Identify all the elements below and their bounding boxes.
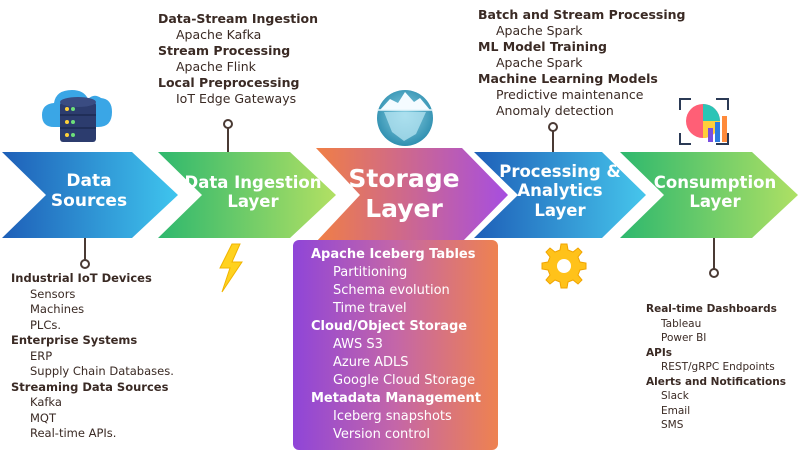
consumption-group-item: Slack — [661, 390, 689, 402]
lightning-bolt-icon — [219, 243, 243, 293]
processing-label: Processing & Analytics Layer — [496, 162, 624, 220]
data-sources-label: Data Sources — [50, 171, 128, 211]
sources-group-item: Real-time APIs. — [30, 426, 117, 440]
processing-group-item: Apache Spark — [496, 23, 583, 38]
sources-connector — [80, 238, 90, 269]
storage-group-item: Time travel — [333, 301, 407, 316]
storage-group-heading: Apache Iceberg Tables — [311, 247, 476, 262]
processing-group-item: Predictive maintenance — [496, 87, 644, 102]
sources-details: Industrial IoT Devices Sensors Machines … — [11, 271, 174, 442]
sources-group-item: MQT — [30, 410, 56, 425]
database-cloud-icon — [42, 90, 112, 142]
ingestion-group-item: IoT Edge Gateways — [176, 91, 297, 106]
storage-group-heading: Cloud/Object Storage — [311, 319, 468, 334]
storage-group-item: Iceberg snapshots — [333, 409, 452, 424]
sources-group-heading: Streaming Data Sources — [11, 379, 169, 394]
data-ingestion-label: Data Ingestion Layer — [181, 173, 325, 212]
storage-label: Storage Layer — [340, 164, 468, 223]
ingestion-details: Data-Stream Ingestion Apache Kafka Strea… — [158, 11, 318, 107]
sources-group-item: Supply Chain Databases. — [30, 364, 174, 378]
sources-group-heading: Industrial IoT Devices — [11, 271, 152, 285]
gear-icon — [541, 243, 587, 289]
processing-connector — [548, 122, 558, 152]
storage-group-item: Version control — [333, 427, 430, 442]
processing-label-line1: Processing & — [499, 162, 621, 181]
consumption-group-heading: Alerts and Notifications — [646, 375, 786, 388]
storage-arrow — [316, 148, 508, 242]
storage-group-item: Google Cloud Storage — [333, 373, 476, 388]
storage-group-item: Schema evolution — [333, 283, 450, 298]
storage-details-panel: Apache Iceberg Tables Partitioning Schem… — [293, 240, 498, 450]
data-ingestion-arrow — [158, 152, 336, 238]
storage-group-item: AWS S3 — [333, 337, 383, 352]
data-sources-label-line2: Sources — [50, 191, 128, 212]
processing-group-heading: ML Model Training — [478, 39, 607, 54]
processing-label-line2: Analytics — [517, 181, 603, 201]
storage-label-line1: Storage — [348, 164, 460, 193]
data-ingestion-label-line2: Layer — [227, 192, 279, 212]
consumption-group-item: SMS — [661, 419, 684, 431]
data-sources-label-line1: Data — [66, 171, 112, 191]
consumption-group-item: Power BI — [661, 332, 707, 344]
analytics-dashboard-icon — [679, 98, 729, 145]
sources-group-heading: Enterprise Systems — [11, 333, 138, 347]
processing-group-heading: Batch and Stream Processing — [478, 7, 686, 22]
consumption-group-item: Email — [661, 404, 691, 417]
processing-label-line3: Layer — [534, 200, 586, 220]
sources-group-item: Kafka — [30, 395, 62, 409]
processing-group-item: Anomaly detection — [496, 103, 614, 118]
ingestion-group-item: Apache Flink — [176, 59, 256, 74]
storage-group-item: Partitioning — [333, 265, 408, 280]
storage-group-heading: Metadata Management — [311, 391, 482, 406]
ingestion-group-heading: Local Preprocessing — [158, 75, 300, 90]
ingestion-group-heading: Data-Stream Ingestion — [158, 11, 319, 26]
storage-group-item: Azure ADLS — [333, 355, 409, 370]
iceberg-icon — [377, 90, 433, 146]
ingestion-group-item: Apache Kafka — [176, 27, 262, 42]
processing-arrow — [474, 152, 646, 238]
processing-group-heading: Machine Learning Models — [478, 71, 658, 86]
processing-details: Batch and Stream Processing Apache Spark… — [478, 7, 685, 119]
sources-group-item: Sensors — [30, 286, 76, 301]
consumption-group-heading: APIs — [646, 346, 672, 359]
consumption-details: Real-time Dashboards Tableau Power BI AP… — [646, 302, 786, 433]
sources-group-item: PLCs. — [30, 317, 62, 332]
consumption-connector — [709, 238, 719, 278]
consumption-label-line2: Layer — [689, 192, 741, 212]
consumption-group-heading: Real-time Dashboards — [646, 303, 777, 315]
data-sources-arrow — [2, 152, 178, 238]
ingestion-group-heading: Stream Processing — [158, 43, 291, 58]
data-ingestion-label-line1: Data Ingestion — [184, 173, 322, 192]
storage-label-line2: Layer — [365, 193, 443, 223]
sources-group-item: ERP — [30, 348, 53, 363]
consumption-label: Consumption Layer — [648, 173, 782, 212]
consumption-label-line1: Consumption — [653, 173, 777, 192]
consumption-group-item: Tableau — [661, 317, 702, 330]
ingestion-connector — [223, 119, 233, 152]
storage-details: Apache Iceberg Tables Partitioning Schem… — [293, 240, 498, 444]
consumption-arrow — [620, 152, 798, 238]
processing-group-item: Apache Spark — [496, 55, 583, 70]
sources-group-item: Machines — [30, 302, 85, 316]
consumption-group-item: REST/gRPC Endpoints — [661, 361, 775, 373]
